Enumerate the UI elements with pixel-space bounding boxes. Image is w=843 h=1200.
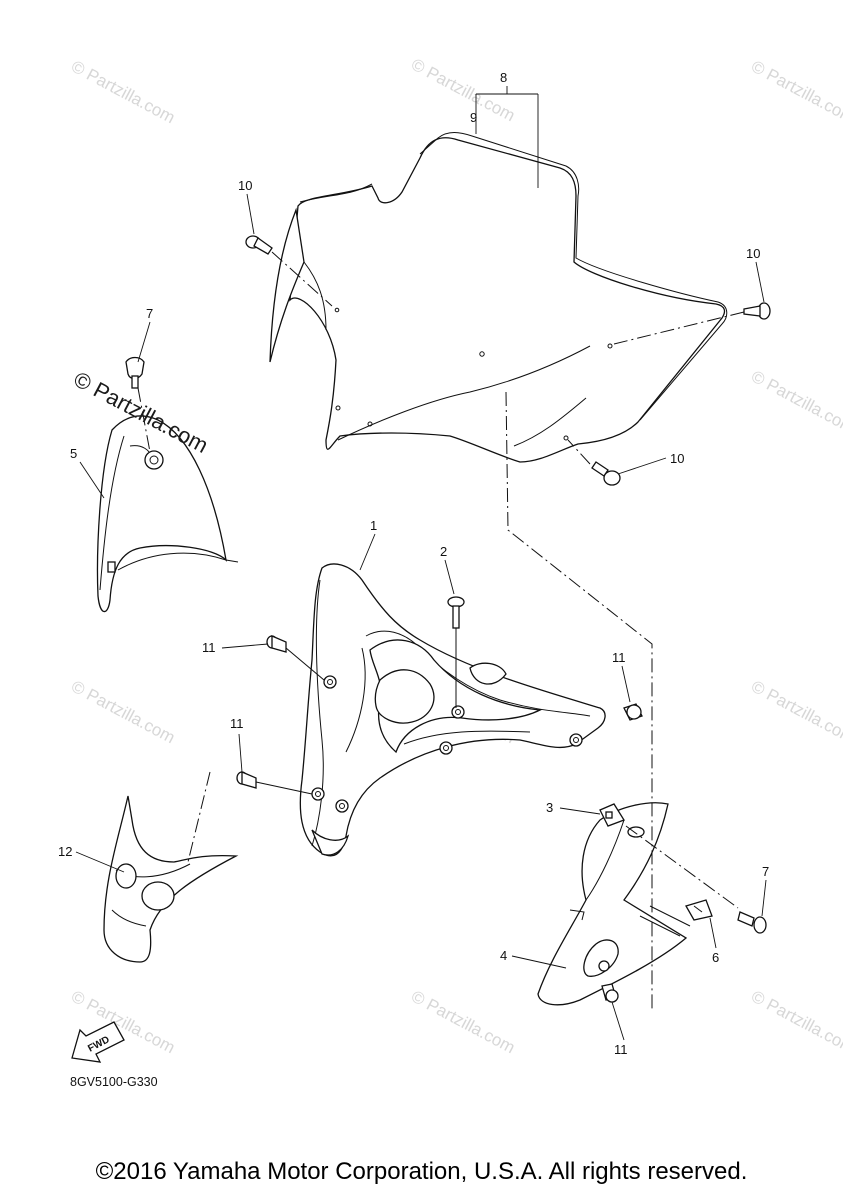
copyright-footer: ©2016 Yamaha Motor Corporation, U.S.A. A…: [95, 1158, 748, 1185]
main-cowl-part: [299, 563, 606, 857]
lower-panel-right: [537, 802, 691, 1006]
callout-10: 10: [746, 246, 760, 261]
forward-arrow: FWD: [71, 1021, 125, 1063]
collar-11-right: [623, 703, 643, 721]
callout-11: 11: [230, 716, 244, 731]
callout-2: 2: [440, 544, 447, 559]
screw-7-lower: [737, 911, 767, 934]
callout-11: 11: [612, 650, 626, 665]
callout-10: 10: [238, 178, 252, 193]
leader-lines: [75, 86, 767, 1041]
collar-11-left: [266, 635, 287, 653]
clip-6: [685, 899, 713, 921]
collar-11-bottom: [601, 983, 619, 1003]
watermark: © Partzilla.com: [748, 57, 843, 128]
callouts: 8 9 10 10 10 7 5 1 2 11 11 11 3 12 7 6 4…: [58, 70, 769, 1057]
watermark: © Partzilla.com: [408, 987, 518, 1058]
callout-3: 3: [546, 800, 553, 815]
watermark: © Partzilla.com: [408, 55, 518, 126]
nut-clip-3: [599, 803, 625, 827]
callout-4: 4: [500, 948, 507, 963]
watermark: © Partzilla.com: [68, 57, 178, 128]
watermark: © Partzilla.com: [748, 367, 843, 438]
watermark: © Partzilla.com: [748, 677, 843, 748]
inner-panel-left: [96, 415, 239, 613]
callout-8: 8: [500, 70, 507, 85]
screw-7-upper: [125, 356, 145, 389]
watermark: © Partzilla.com: [68, 677, 178, 748]
callout-7: 7: [762, 864, 769, 879]
callout-9: 9: [470, 110, 477, 125]
bolt-10-right: [743, 302, 771, 320]
callout-1: 1: [370, 518, 377, 533]
screw-2: [447, 596, 465, 629]
callout-11: 11: [202, 640, 216, 655]
lower-panel-left: [103, 795, 239, 963]
drawing-code: 8GV5100-G330: [70, 1075, 158, 1089]
callout-11: 11: [614, 1042, 628, 1057]
bolt-10-lower: [591, 461, 621, 486]
windshield-part: [269, 132, 728, 463]
collar-11-center: [236, 771, 257, 789]
callout-6: 6: [712, 950, 719, 965]
bolt-10-upper-left: [245, 235, 273, 255]
watermark: © Partzilla.com: [748, 987, 843, 1058]
assembly-lines: [137, 251, 745, 1010]
callout-5: 5: [70, 446, 77, 461]
callout-7: 7: [146, 306, 153, 321]
callout-10: 10: [670, 451, 684, 466]
callout-12: 12: [58, 844, 72, 859]
